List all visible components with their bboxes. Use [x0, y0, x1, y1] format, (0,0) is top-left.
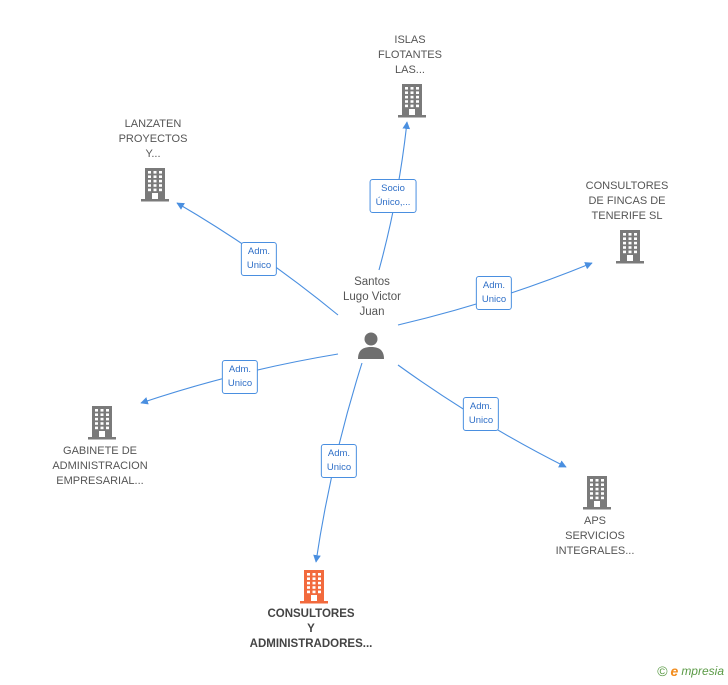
person-icon[interactable]: [356, 330, 386, 360]
building-icon-gabinete[interactable]: [86, 404, 118, 440]
relation-label-islas[interactable]: Socio Único,...: [369, 179, 417, 213]
person-name: Santos Lugo Victor Juan: [343, 276, 401, 318]
relation-label-consultores-fincas[interactable]: Adm. Unico: [475, 276, 513, 310]
relation-label-lanzaten[interactable]: Adm. Unico: [240, 242, 278, 276]
company-label-consultores-admin[interactable]: CONSULTORES Y ADMINISTRADORES...: [249, 608, 373, 650]
brand-logo-e: e: [670, 663, 679, 679]
relation-label-gabinete[interactable]: Adm. Unico: [221, 360, 259, 394]
company-label-lanzaten[interactable]: LANZATEN PROYECTOS Y...: [118, 118, 188, 160]
relation-label-consultores-admin[interactable]: Adm. Unico: [320, 444, 358, 478]
building-icon-islas[interactable]: [396, 82, 428, 118]
brand-logo-text: mpresia: [681, 664, 724, 678]
building-icon-aps[interactable]: [581, 474, 613, 510]
company-label-gabinete[interactable]: GABINETE DE ADMINISTRACION EMPRESARIAL..…: [52, 445, 148, 487]
building-icon-consultores-admin[interactable]: [298, 568, 330, 604]
building-icon-consultores-fincas[interactable]: [614, 228, 646, 264]
company-label-aps[interactable]: APS SERVICIOS INTEGRALES...: [555, 515, 635, 557]
copyright-symbol: ©: [657, 663, 668, 679]
building-icon-lanzaten[interactable]: [139, 166, 171, 202]
relation-label-aps[interactable]: Adm. Unico: [462, 397, 500, 431]
company-label-islas[interactable]: ISLAS FLOTANTES LAS...: [378, 34, 442, 76]
company-label-consultores-fincas[interactable]: CONSULTORES DE FINCAS DE TENERIFE SL: [585, 180, 669, 222]
